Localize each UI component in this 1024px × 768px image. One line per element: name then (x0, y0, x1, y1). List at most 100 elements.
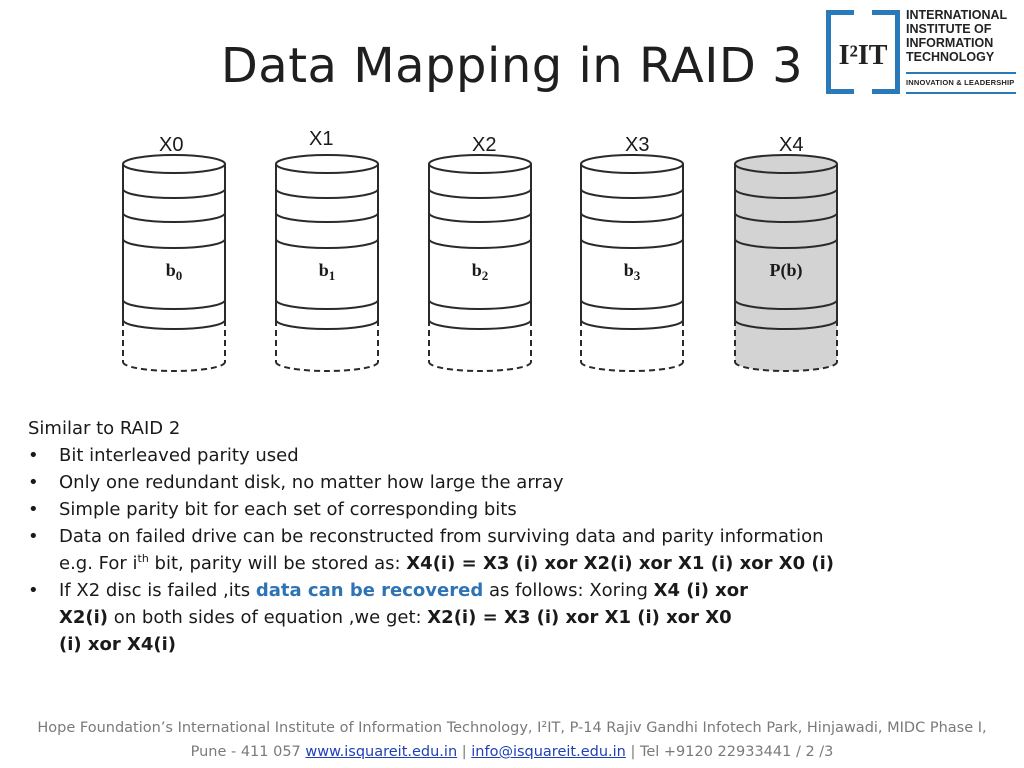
bullet-item: • Data on failed drive can be reconstruc… (28, 523, 908, 550)
disk-divider (580, 299, 684, 310)
disk-top (428, 154, 532, 174)
bullet-icon: • (28, 499, 39, 520)
disk-x4: P(b) (734, 154, 838, 372)
disk-top (734, 154, 838, 174)
example-line: e.g. For ith bit, parity will be stored … (28, 550, 908, 577)
bullet-text: Simple parity bit for each set of corres… (59, 499, 517, 520)
disk-bottom-dashed (734, 361, 838, 372)
formula-fragment: X2(i) (59, 607, 109, 628)
disk-body (276, 164, 378, 371)
bullet-text: Data on failed drive can be reconstructe… (59, 526, 824, 547)
bullet-text: If X2 disc is failed ,its (59, 580, 256, 601)
bullet-text: Only one redundant disk, no matter how l… (59, 472, 564, 493)
website-link[interactable]: www.isquareit.edu.in (305, 744, 458, 760)
disk-x1: b1 (275, 154, 379, 372)
logo-text: INTERNATIONAL INSTITUTE OF INFORMATION T… (906, 8, 1018, 64)
intro-line: Similar to RAID 2 (28, 418, 181, 439)
logo-line: INTERNATIONAL (906, 8, 1008, 22)
bullet-icon: • (28, 526, 39, 547)
disk-label-x2: X2 (472, 134, 497, 156)
disk-divider (580, 212, 684, 223)
example-mid: bit, parity will be stored as: (148, 553, 407, 574)
slide-body: Similar to RAID 2 • Bit interleaved pari… (28, 415, 908, 658)
page-title: Data Mapping in RAID 3 (220, 38, 804, 94)
disk-x3: b3 (580, 154, 684, 372)
logo-line: INFORMATION (906, 36, 994, 50)
bullet-text: Bit interleaved parity used (59, 445, 299, 466)
disk-body (123, 164, 225, 371)
bullet-item: • Simple parity bit for each set of corr… (28, 496, 908, 523)
continuation-line: (i) xor X4(i) (28, 631, 908, 658)
logo-line: INSTITUTE OF (906, 22, 992, 36)
disk-x2: b2 (428, 154, 532, 372)
disk-divider (275, 319, 379, 330)
disk-bottom-dashed (580, 361, 684, 372)
disk-divider (428, 319, 532, 330)
disk-divider (580, 238, 684, 249)
disk-divider (580, 188, 684, 199)
disk-divider (428, 238, 532, 249)
logo-line: TECHNOLOGY (906, 50, 995, 64)
formula-fragment: X4 (i) xor (653, 580, 749, 601)
parity-formula: X4(i) = X3 (i) xor X2(i) xor X1 (i) xor … (406, 553, 834, 574)
disk-label-x0: X0 (159, 134, 184, 156)
bullet-icon: • (28, 445, 39, 466)
disk-label-x1: X1 (309, 128, 334, 150)
bullet-icon: • (28, 580, 39, 601)
disk-bottom-dashed (275, 361, 379, 372)
disk-divider (122, 212, 226, 223)
disk-divider (122, 188, 226, 199)
bullet-item: • Only one redundant disk, no matter how… (28, 469, 908, 496)
footer-phone: | Tel +9120 22933441 / 2 /3 (625, 744, 834, 760)
disk-bottom-dashed (428, 361, 532, 372)
bullet-item: • If X2 disc is failed ,its data can be … (28, 577, 908, 604)
footer-contact: Pune - 411 057 www.isquareit.edu.in | in… (0, 740, 1024, 764)
disk-top (275, 154, 379, 174)
disk-body (429, 164, 531, 371)
disk-top (580, 154, 684, 174)
i2it-logo-icon: I²IT (826, 10, 900, 94)
bullet-text: as follows: Xoring (483, 580, 654, 601)
recovery-formula: X2(i) = X3 (i) xor X1 (i) xor X0 (427, 607, 732, 628)
svg-text:I²IT: I²IT (839, 40, 888, 71)
disk-divider (580, 319, 684, 330)
disk-divider (275, 238, 379, 249)
highlight-text: data can be recovered (255, 580, 484, 601)
disk-divider (122, 299, 226, 310)
disk-x0: b0 (122, 154, 226, 372)
disk-divider (734, 212, 838, 223)
footer-separator: | (457, 744, 472, 760)
footer-address: Hope Foundation’s International Institut… (37, 720, 987, 736)
disk-divider (275, 299, 379, 310)
disk-divider (122, 319, 226, 330)
bullet-item: • Bit interleaved parity used (28, 442, 908, 469)
disk-divider (428, 299, 532, 310)
logo-tagline: INNOVATION & LEADERSHIP (906, 72, 1016, 94)
disk-block-label: P(b) (770, 260, 803, 281)
disk-divider (734, 188, 838, 199)
disk-divider (734, 238, 838, 249)
disk-bottom-dashed (122, 361, 226, 372)
example-superscript: th (137, 552, 149, 565)
example-prefix: e.g. For i (59, 553, 138, 574)
disk-divider (275, 212, 379, 223)
bullet-text: on both sides of equation ,we get: (108, 607, 428, 628)
disk-divider (428, 188, 532, 199)
disk-divider (122, 238, 226, 249)
recovery-formula-end: (i) xor X4(i) (59, 634, 177, 655)
continuation-line: X2(i) on both sides of equation ,we get:… (28, 604, 908, 631)
footer: Hope Foundation’s International Institut… (0, 716, 1024, 764)
disk-divider (734, 299, 838, 310)
disk-divider (734, 319, 838, 330)
institute-logo: I²IT INTERNATIONAL INSTITUTE OF INFORMAT… (822, 6, 1018, 96)
email-link[interactable]: info@isquareit.edu.in (471, 744, 626, 760)
disk-body (581, 164, 683, 371)
disk-label-x4: X4 (779, 134, 804, 156)
disk-top (122, 154, 226, 174)
disk-divider (275, 188, 379, 199)
disk-body (735, 164, 837, 371)
bullet-icon: • (28, 472, 39, 493)
disk-divider (428, 212, 532, 223)
footer-city: Pune - 411 057 (190, 744, 306, 760)
